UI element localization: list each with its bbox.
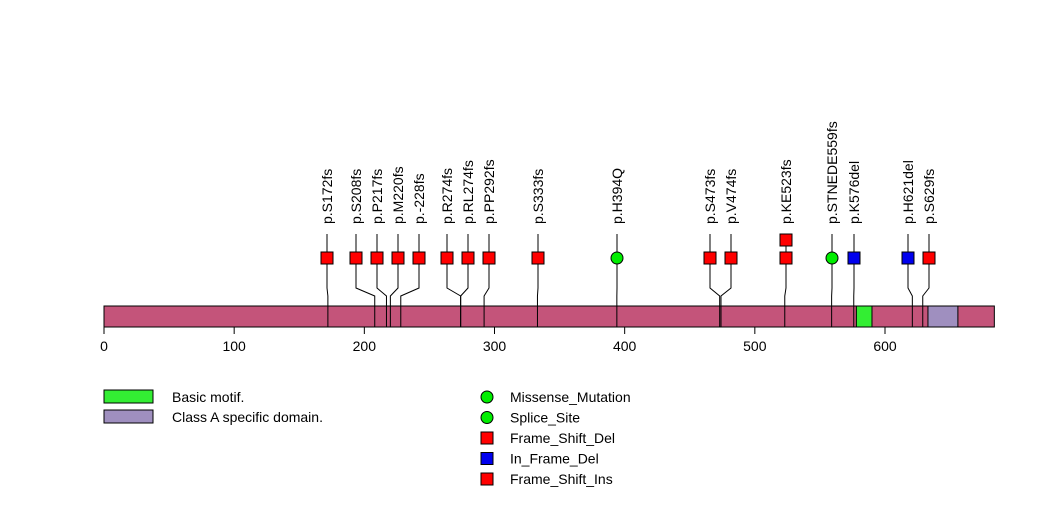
mutation-label: p.S333fs <box>530 169 546 224</box>
legend-type-label: Missense_Mutation <box>510 389 631 405</box>
mutation-marker-square <box>461 251 475 265</box>
legend-domain-label: Class A specific domain. <box>172 409 323 425</box>
legend-type-label: Frame_Shift_Del <box>510 430 615 446</box>
legend-type-label: Frame_Shift_Ins <box>510 471 613 487</box>
mutation-marker-square <box>703 251 717 265</box>
mutation-marker-square <box>370 251 384 265</box>
legend-circle-icon <box>480 390 494 404</box>
mutation-label: p.S629fs <box>921 169 937 224</box>
legend-domain-label: Basic motif. <box>172 389 244 405</box>
legend-square-icon <box>480 452 494 465</box>
mutation-label: p.H394Q <box>609 168 625 224</box>
legend-circle-icon <box>480 411 494 424</box>
legend-square-icon <box>480 431 494 445</box>
mutation-label: p.RL274fs <box>460 160 476 224</box>
legend-domain-swatch <box>103 389 154 404</box>
mutation-marker-circle <box>825 251 839 265</box>
mutation-marker-square <box>391 251 405 265</box>
mutation-label: p.M220fs <box>390 166 406 224</box>
legend-domain-swatch <box>103 409 154 424</box>
mutation-label: p.S172fs <box>319 169 335 224</box>
domain-basic-motif- <box>855 305 873 328</box>
mutation-marker-circle <box>610 251 624 265</box>
legend-square-icon <box>480 472 494 486</box>
mutation-label: p.PP292fs <box>481 159 497 224</box>
mutation-label: p.-228fs <box>411 173 427 224</box>
mutation-marker-square <box>779 233 793 247</box>
mutation-marker-square <box>320 251 334 265</box>
x-tick-label: 200 <box>353 338 377 354</box>
x-tick-label: 100 <box>222 338 246 354</box>
mutation-label: p.S473fs <box>702 169 718 224</box>
legend-type-label: In_Frame_Del <box>510 451 599 467</box>
mutation-marker-square <box>922 251 936 265</box>
mutation-marker-square <box>531 251 545 265</box>
mutation-marker-square <box>412 251 426 265</box>
mutation-marker-square <box>724 251 738 265</box>
mutation-marker-square <box>482 251 496 265</box>
x-tick-label: 400 <box>613 338 637 354</box>
mutation-label: p.H621del <box>900 160 916 224</box>
legend-type-label: Splice_Site <box>510 410 580 426</box>
mutation-label: p.R274fs <box>439 168 455 224</box>
mutation-marker-square <box>779 251 793 265</box>
domain-class-a-specific-domain- <box>927 305 959 328</box>
mutation-label: p.KE523fs <box>778 159 794 224</box>
mutation-marker-square <box>901 251 915 265</box>
x-tick-label: 0 <box>100 338 108 354</box>
x-tick-label: 500 <box>743 338 767 354</box>
x-tick-label: 300 <box>483 338 507 354</box>
mutation-marker-square <box>440 251 454 265</box>
mutation-label: p.S208fs <box>348 169 364 224</box>
mutation-label: p.STNEDE559fs <box>824 121 840 224</box>
mutation-marker-square <box>349 251 363 265</box>
x-tick-label: 600 <box>873 338 897 354</box>
mutation-marker-square <box>847 251 861 265</box>
mutation-label: p.P217fs <box>369 169 385 224</box>
mutation-label: p.V474fs <box>723 169 739 224</box>
mutation-label: p.K576del <box>846 161 862 224</box>
